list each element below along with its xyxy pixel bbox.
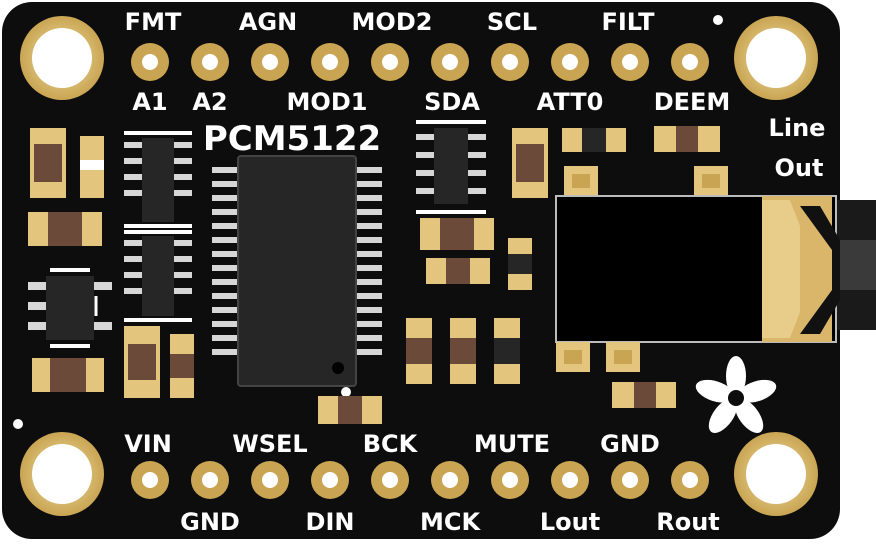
label-gnd: GND bbox=[180, 508, 240, 536]
fiducial-dot bbox=[713, 15, 723, 25]
flower-logo bbox=[695, 356, 777, 434]
top-header-pads bbox=[131, 43, 709, 81]
label-vin: VIN bbox=[124, 430, 172, 458]
label-wsel: WSEL bbox=[232, 430, 307, 458]
label-scl: SCL bbox=[487, 8, 537, 36]
label-bck: BCK bbox=[363, 430, 419, 458]
label-out: Out bbox=[775, 154, 824, 182]
label-line: Line bbox=[769, 114, 826, 142]
label-a2: A2 bbox=[192, 88, 227, 116]
label-att0: ATT0 bbox=[537, 88, 604, 116]
label-mod2: MOD2 bbox=[352, 8, 433, 36]
label-fmt: FMT bbox=[125, 8, 182, 36]
label-din: DIN bbox=[306, 508, 355, 536]
label-lout: Lout bbox=[540, 508, 600, 536]
label-gnd-top: GND bbox=[600, 430, 660, 458]
bottom-header-pads bbox=[131, 461, 709, 499]
label-rout: Rout bbox=[656, 508, 720, 536]
mounting-hole-bottom-left bbox=[20, 432, 104, 516]
regulator-chip bbox=[28, 268, 112, 348]
fiducial-dot-left bbox=[13, 419, 23, 429]
label-sda: SDA bbox=[424, 88, 480, 116]
label-mute: MUTE bbox=[474, 430, 550, 458]
jack-barrel-shine bbox=[840, 240, 876, 290]
mounting-hole-bottom-right bbox=[734, 432, 818, 516]
sda-chip bbox=[416, 120, 486, 214]
audio-jack bbox=[555, 166, 840, 372]
label-deem: DEEM bbox=[654, 88, 731, 116]
chip-title: PCM5122 bbox=[203, 119, 381, 159]
label-agn: AGN bbox=[239, 8, 297, 36]
mounting-hole-top-right bbox=[734, 16, 818, 100]
passive-components bbox=[28, 126, 720, 424]
mounting-hole-top-left bbox=[20, 16, 104, 100]
label-a1: A1 bbox=[132, 88, 167, 116]
label-filt: FILT bbox=[601, 8, 655, 36]
label-mod1: MOD1 bbox=[287, 88, 368, 116]
pcm5122-chip bbox=[212, 155, 382, 397]
left-chip-stack bbox=[124, 131, 192, 322]
label-mck: MCK bbox=[420, 508, 481, 536]
